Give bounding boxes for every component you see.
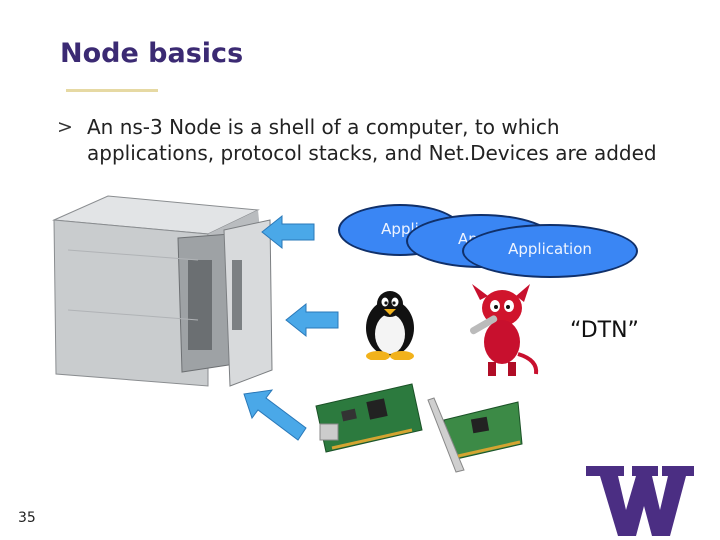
title-underline bbox=[66, 89, 158, 92]
bullet-marker: > bbox=[57, 116, 73, 138]
w-logo bbox=[586, 466, 694, 536]
application-label-3: Application bbox=[508, 240, 592, 258]
slide-title: Node basics bbox=[60, 38, 244, 69]
page-number: 35 bbox=[18, 510, 36, 526]
network-card-image-2 bbox=[427, 397, 523, 473]
tux-penguin-image bbox=[366, 291, 414, 360]
bullet-line-2: applications, protocol stacks, and Net.D… bbox=[87, 141, 657, 165]
arrow-protocol-stacks bbox=[285, 302, 339, 338]
bsd-daemon-image bbox=[469, 284, 539, 376]
dtn-label: “DTN” bbox=[570, 318, 639, 343]
bullet-line-1: An ns-3 Node is a shell of a computer, t… bbox=[87, 115, 560, 139]
application-ellipse-3: Application bbox=[462, 224, 638, 278]
bullet-text: An ns-3 Node is a shell of a computer, t… bbox=[87, 114, 697, 166]
network-card-image bbox=[315, 383, 423, 453]
computer-case-image bbox=[52, 195, 273, 387]
arrow-applications bbox=[261, 214, 315, 250]
arrow-net-devices bbox=[243, 389, 307, 441]
